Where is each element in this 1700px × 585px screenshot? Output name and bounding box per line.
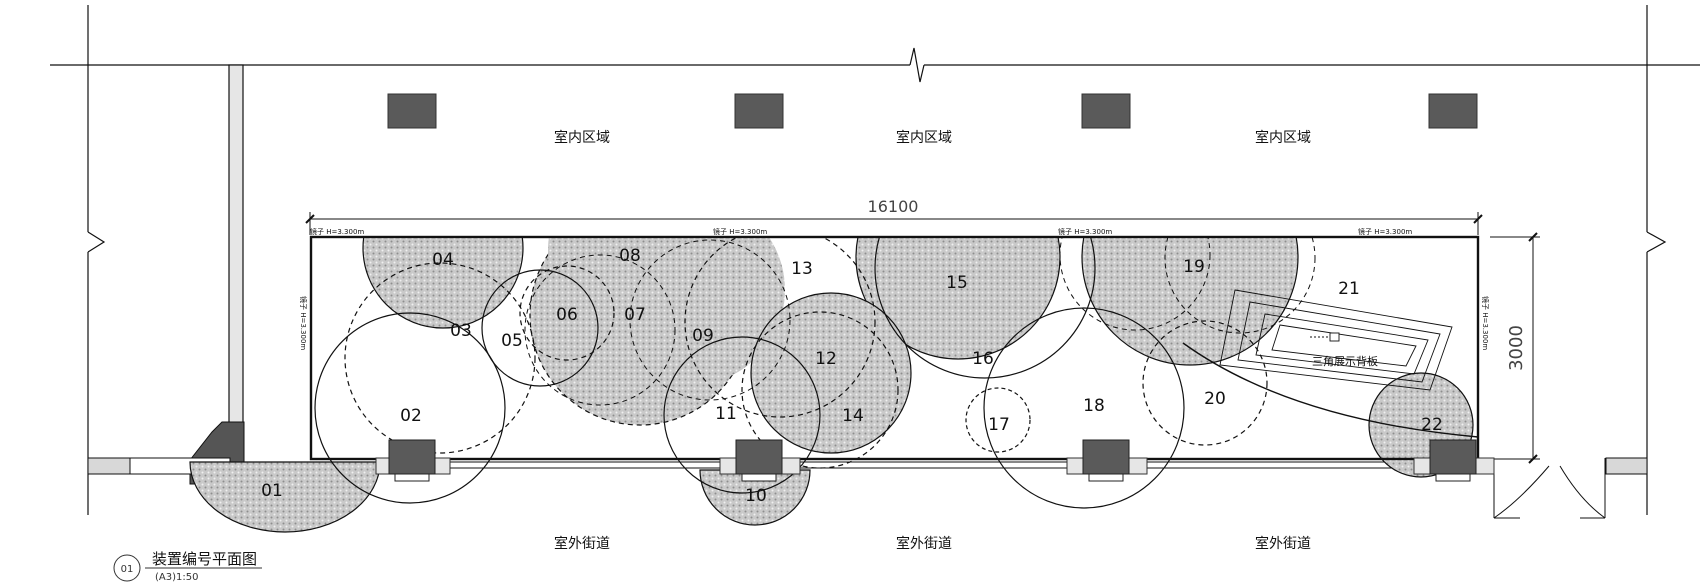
mirror-label: 镜子 H=3.300m [1358, 227, 1412, 236]
width-dimension [305, 212, 1483, 235]
device-label: 08 [619, 246, 641, 266]
device-03-shape [344, 262, 536, 454]
indoor-columns [387, 93, 1478, 129]
device-label: 13 [791, 259, 813, 279]
device-label: 15 [946, 273, 968, 293]
device-06-shape [519, 265, 615, 361]
device-label: 11 [715, 404, 737, 424]
device-label: 03 [450, 321, 472, 341]
column [387, 93, 437, 129]
entrance-door [1493, 458, 1606, 519]
zone-label-outdoor: 室外街道 [1255, 535, 1311, 552]
building-outline [50, 5, 1700, 515]
device-11-shape [663, 336, 821, 494]
column [1082, 439, 1130, 475]
drawing-index: 01 [121, 564, 134, 575]
device-15-shape [855, 237, 1061, 360]
column-base [394, 473, 430, 482]
device-label: 17 [988, 415, 1010, 435]
window-frames [375, 457, 1495, 475]
mirror-label: 镜子 H=3.300m [299, 296, 308, 350]
column-base [1435, 473, 1471, 482]
device-12-shape [750, 292, 912, 454]
device-label: 12 [815, 349, 837, 369]
room-border [309, 235, 1480, 461]
device-label: 14 [842, 406, 864, 426]
mirror-label: 镜子 H=3.300m [1481, 296, 1490, 350]
shaded-devices [189, 237, 1474, 533]
device-08-shape [548, 237, 732, 342]
device-04-shape [362, 237, 524, 329]
backboard-label: 三角展示背板 [1312, 354, 1378, 368]
device-label: 10 [745, 486, 767, 506]
zone-label-outdoor: 室外街道 [896, 535, 952, 552]
street-wall [87, 457, 1648, 475]
device-label: 22 [1421, 415, 1443, 435]
device-label: 16 [972, 349, 994, 369]
mirror-label: 镜子 H=3.300m [713, 227, 767, 236]
drawing-scale: (A3)1:50 [155, 572, 198, 583]
column [388, 439, 436, 475]
device-18-shape [983, 307, 1185, 509]
device-14-shape [741, 311, 899, 469]
zone-label-indoor: 室内区域 [1255, 129, 1311, 146]
column-base [741, 473, 777, 482]
device-numbers: 01 02 03 04 05 06 07 08 09 10 11 12 13 1… [261, 246, 1443, 506]
outline-devices [314, 237, 1268, 509]
device-label: 02 [400, 406, 422, 426]
device-label: 01 [261, 481, 283, 501]
column [1428, 93, 1478, 129]
zone-label-indoor: 室内区域 [554, 129, 610, 146]
height-dimension-text: 3000 [1506, 325, 1527, 371]
column [1429, 439, 1477, 475]
height-dimension [1490, 232, 1540, 464]
device-13-shape [684, 237, 876, 418]
device-label: 20 [1204, 389, 1226, 409]
column [734, 93, 784, 129]
drawing-title: 装置编号平面图 [152, 550, 257, 568]
device-label: 05 [501, 331, 523, 351]
device-label: 06 [556, 305, 578, 325]
device-10-shape [699, 469, 811, 526]
device-16-shape [874, 237, 1096, 379]
column-base [1088, 473, 1124, 482]
mirror-label: 镜子 H=3.300m [1058, 227, 1112, 236]
device-label: 07 [624, 305, 646, 325]
zone-label-outdoor: 室外街道 [554, 535, 610, 552]
device-label: 19 [1183, 257, 1205, 277]
dashed-arcs [524, 237, 1316, 406]
street-columns [388, 439, 1477, 482]
title-block: 01 装置编号平面图 (A3)1:50 [113, 550, 262, 583]
mirror-label: 镜子 H=3.300m [310, 227, 364, 236]
device-label: 18 [1083, 396, 1105, 416]
device-label: 09 [692, 326, 714, 346]
device-label: 04 [432, 250, 454, 270]
device-01-shape [189, 461, 381, 533]
device-label: 21 [1338, 279, 1360, 299]
drawing-index-circle [113, 554, 141, 582]
width-dimension-text: 16100 [868, 197, 919, 216]
device-05-shape [481, 269, 599, 387]
zone-label-indoor: 室内区域 [896, 129, 952, 146]
device-02-shape [314, 312, 506, 504]
interior-wall [189, 64, 245, 485]
device-20-shape [1142, 320, 1268, 446]
device-21-shape [1182, 289, 1479, 438]
column [1081, 93, 1131, 129]
device-17-shape [965, 387, 1031, 453]
column [735, 439, 783, 475]
